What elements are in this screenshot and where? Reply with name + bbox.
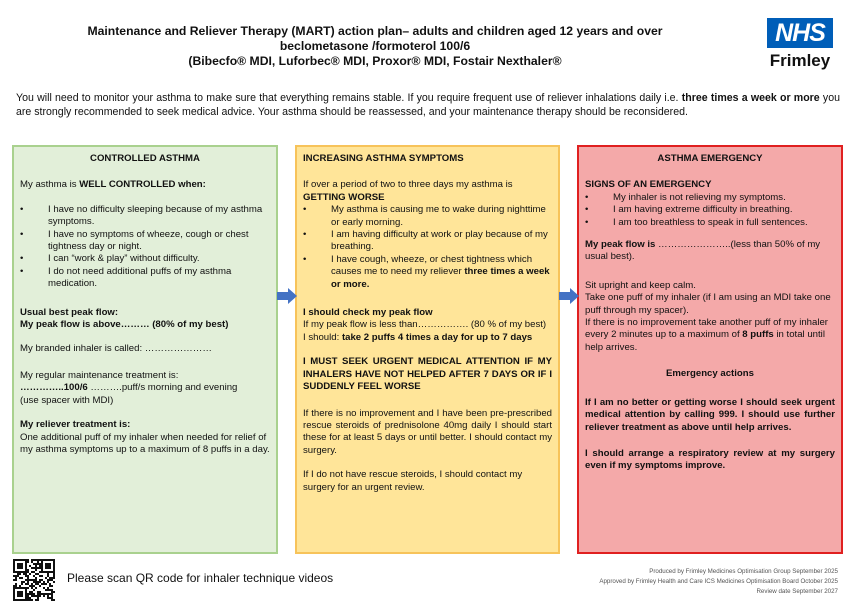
increasing-lead: If over a period of two to three days my… <box>303 179 552 204</box>
reliever-text: One additional puff of my inhaler when n… <box>20 431 270 455</box>
peak-flow-text: My peak flow is above……… (80% of my best… <box>20 319 229 331</box>
should-text-plain: I should: <box>303 331 342 343</box>
maintenance-dose-bold: …………..100/6 <box>20 382 88 394</box>
emergency-peak-flow: My peak flow is …………………..(less than 50% … <box>585 239 835 264</box>
bullet-bold: three times a week or more. <box>331 266 550 290</box>
controlled-lead: My asthma is WELL CONTROLLED when: <box>20 179 270 191</box>
emergency-actions-text: If I am no better or getting worse I sho… <box>585 396 835 433</box>
no-improvement-bold: 8 puffs <box>742 329 774 341</box>
arrow-right-icon <box>559 288 579 304</box>
one-puff-text: Take one puff of my inhaler (if I am usi… <box>585 292 831 316</box>
no-improvement-plain: If there is no improvement take another … <box>585 317 828 341</box>
should-text-bold: take 2 puffs 4 times a day for up to 7 d… <box>341 331 533 343</box>
list-item: I am too breathless to speak in full sen… <box>585 217 835 230</box>
check-peak-label: I should check my peak flow <box>303 307 433 319</box>
qr-code-icon[interactable] <box>13 559 55 601</box>
controlled-heading: CONTROLLED ASTHMA <box>90 153 200 164</box>
emergency-peak-rest: …………………..(less than 50% of my usual best… <box>585 239 821 263</box>
peak-flow-label: Usual best peak flow: <box>20 306 119 318</box>
no-improvement-text: If there is no improvement take another … <box>585 317 835 354</box>
list-item: I am having difficulty at work or play b… <box>303 229 552 254</box>
list-item: I have no symptoms of wheeze, cough or c… <box>20 229 270 254</box>
increasing-heading: INCREASING ASTHMA SYMPTOMS <box>303 153 464 164</box>
nhs-logo: NHS <box>767 18 833 48</box>
title-line-3: (Bibecfo® MDI, Luforbec® MDI, Proxor® MD… <box>188 54 562 68</box>
increasing-symptoms-panel: INCREASING ASTHMA SYMPTOMS If over a per… <box>295 145 560 554</box>
intro-paragraph: You will need to monitor your asthma to … <box>16 92 840 119</box>
no-improvement-end: in total until help arrives. <box>585 329 825 353</box>
list-item: I do not need additional puffs of my ast… <box>20 266 270 291</box>
maintenance-label: My regular maintenance treatment is: <box>20 369 179 381</box>
emergency-heading: ASTHMA EMERGENCY <box>657 153 763 164</box>
emergency-actions-heading: Emergency actions <box>666 368 754 380</box>
controlled-lead-bold: WELL CONTROLLED when: <box>79 179 206 191</box>
title-line-2: beclometasone /formoterol 100/6 <box>279 39 471 53</box>
list-item: I am having extreme difficulty in breath… <box>585 204 835 217</box>
respiratory-review-text: I should arrange a respiratory review at… <box>585 447 835 472</box>
signs-label: SIGNS OF AN EMERGENCY <box>585 179 712 191</box>
list-item: I can “work & play” without difficulty. <box>20 253 270 266</box>
maintenance-dose: …………..100/6 ……….puff/s morning and eveni… <box>20 382 270 394</box>
no-steroids-text: If I do not have rescue steroids, I shou… <box>303 469 523 493</box>
controlled-lead-text: My asthma is <box>20 179 80 191</box>
controlled-bullets: I have no difficulty sleeping because of… <box>20 204 270 291</box>
review-date-text: Review date September 2027 <box>756 588 838 595</box>
org-name: Frimley <box>769 51 831 70</box>
footer-credits: Produced by Frimley Medicines Optimisati… <box>518 567 838 597</box>
branded-inhaler-text: My branded inhaler is called: ………………… <box>20 343 212 355</box>
title-line-1: Maintenance and Reliever Therapy (MART) … <box>87 24 663 38</box>
asthma-emergency-panel: ASTHMA EMERGENCY SIGNS OF AN EMERGENCY M… <box>577 145 843 554</box>
rescue-steroids-text: If there is no improvement and I have be… <box>303 407 552 456</box>
list-item: My asthma is causing me to wake during n… <box>303 204 552 229</box>
emergency-peak-bold: My peak flow is <box>585 239 656 251</box>
intro-text-1: You will need to monitor your asthma to … <box>16 92 682 104</box>
bullet-text: I have cough, wheeze, or chest tightness… <box>331 253 533 278</box>
list-item: I have cough, wheeze, or chest tightness… <box>303 254 552 291</box>
increasing-bullets: My asthma is causing me to wake during n… <box>303 204 552 291</box>
qr-instruction-text: Please scan QR code for inhaler techniqu… <box>67 571 334 585</box>
spacer-note: (use spacer with MDI) <box>20 394 114 406</box>
list-item: My inhaler is not relieving my symptoms. <box>585 192 835 205</box>
check-peak-text: If my peak flow is less than……………. (80 %… <box>303 319 547 331</box>
should-text: I should: take 2 puffs 4 times a day for… <box>303 332 552 344</box>
arrow-right-icon <box>277 288 297 304</box>
increasing-lead-bold: GETTING WORSE <box>303 191 385 203</box>
intro-text-2: you are strongly recommended to seek med… <box>16 92 841 118</box>
page-title: Maintenance and Reliever Therapy (MART) … <box>50 24 700 69</box>
reliever-label: My reliever treatment is: <box>20 419 131 431</box>
produced-by-text: Produced by Frimley Medicines Optimisati… <box>649 568 838 575</box>
increasing-lead-text: If over a period of two to three days my… <box>303 179 513 191</box>
urgent-attention-text: I MUST SEEK URGENT MEDICAL ATTENTION IF … <box>303 356 552 393</box>
sit-upright-text: Sit upright and keep calm. <box>585 279 696 291</box>
intro-emphasis: three times a week or more <box>681 92 820 104</box>
controlled-asthma-panel: CONTROLLED ASTHMA My asthma is WELL CONT… <box>12 145 278 554</box>
emergency-bullets: My inhaler is not relieving my symptoms.… <box>585 192 835 230</box>
approved-by-text: Approved by Frimley Health and Care ICS … <box>599 578 838 585</box>
maintenance-dose-rest: ……….puff/s morning and evening <box>87 382 238 394</box>
list-item: I have no difficulty sleeping because of… <box>20 204 270 229</box>
